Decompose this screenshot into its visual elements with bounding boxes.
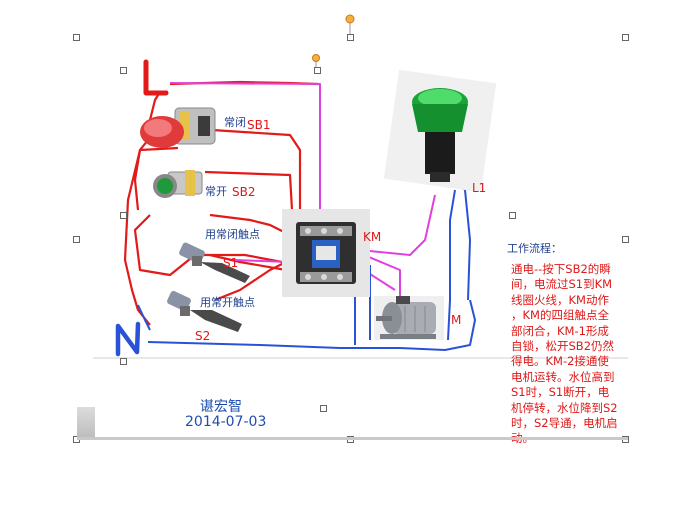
s1-type-label: 用常闭触点 [205,228,260,241]
motor-icon [374,296,444,340]
sb2-label: SB2 [232,185,256,199]
km-label: KM [363,230,382,244]
selection-handle[interactable] [120,212,127,219]
green-indicator-lamp-icon [383,69,497,193]
motor-label: M [451,313,462,327]
footer-tab [77,407,95,438]
process-description: 通电--按下SB2的瞬 间，电流过S1到KM 线圈火线，KM动作 ，KM的四组触… [511,262,618,445]
date-text: 2014-07-03 [185,414,267,430]
selection-handle[interactable] [73,34,80,41]
float-switch-s1-icon [179,242,250,283]
neutral-line-symbol [115,321,141,357]
selection-handle[interactable] [622,34,629,41]
selection-handle[interactable] [347,34,354,41]
selection-handle[interactable] [314,67,321,74]
sb1-label: SB1 [247,118,271,132]
author-name: 谌宏智 [200,399,242,415]
green-push-button-icon [153,170,203,198]
s2-label: S2 [195,329,211,343]
live-line-symbol [143,59,169,96]
selection-handle[interactable] [622,236,629,243]
l1-label: L1 [472,181,487,195]
s2-type-label: 用常开触点 [200,296,255,309]
float-switch-s2-icon [167,290,242,332]
s1-label: S1 [223,256,239,270]
sb1-type-label: 常闭 [224,116,246,129]
selection-handle[interactable] [120,358,127,365]
selection-handle[interactable] [120,67,127,74]
selection-handle[interactable] [320,405,327,412]
sb2-type-label: 常开 [205,185,227,198]
selection-handle[interactable] [509,212,516,219]
process-title: 工作流程： [507,242,562,255]
contactor-icon [282,209,370,297]
selection-handle[interactable] [73,236,80,243]
footer-divider [77,437,628,440]
red-stop-button-icon [140,107,216,148]
